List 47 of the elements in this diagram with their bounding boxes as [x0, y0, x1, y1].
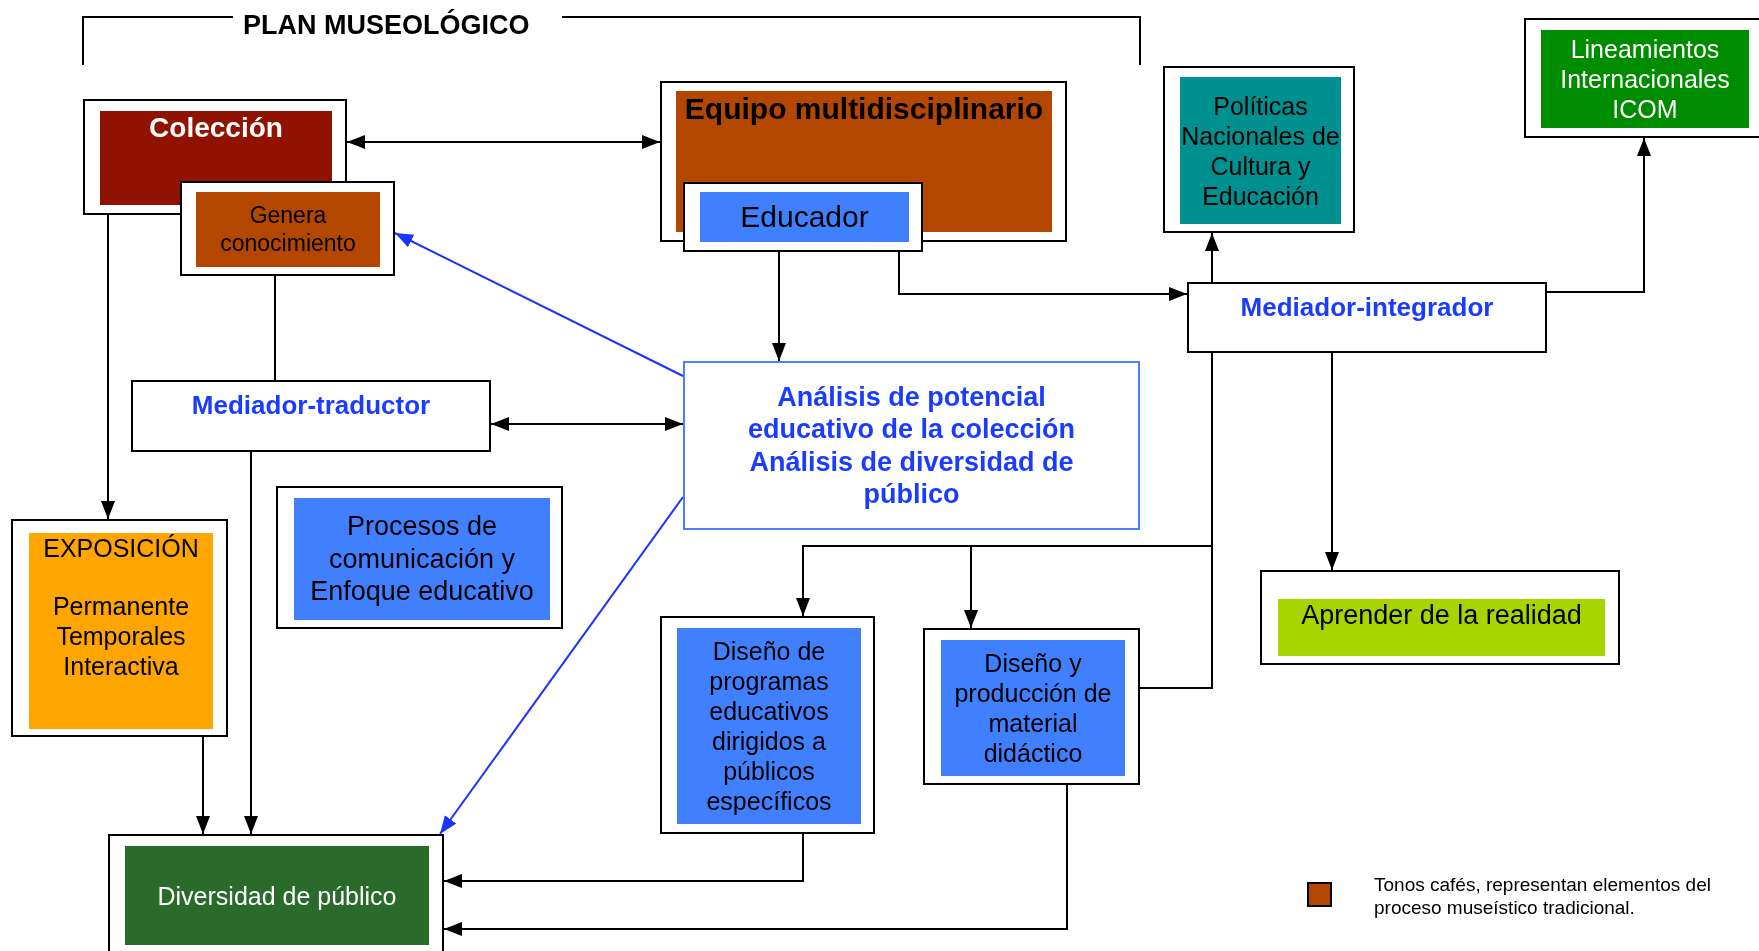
- node-frame: [683, 182, 923, 252]
- arrow: [772, 251, 786, 362]
- arrow: [443, 784, 1068, 936]
- node-text: Mediador-integrador: [1240, 292, 1494, 324]
- node-frame: [1187, 282, 1547, 353]
- arrow: [196, 736, 210, 835]
- node-text: Lineamientos Internacionales ICOM: [1559, 34, 1731, 124]
- node-frame: [660, 616, 875, 834]
- arrow: [101, 214, 115, 520]
- node-text: Educador: [740, 199, 869, 235]
- node-frame: [131, 380, 491, 452]
- arrow: [443, 833, 804, 888]
- node-frame: [1260, 570, 1620, 665]
- connector-line: [274, 275, 276, 381]
- node-frame: [180, 181, 395, 276]
- node-frame: [11, 519, 228, 737]
- node-frame: [276, 486, 563, 629]
- node-text: Aprender de la realidad: [1301, 599, 1582, 632]
- arrow: [898, 251, 1188, 301]
- arrow: [1205, 232, 1219, 283]
- arrow: [490, 417, 684, 431]
- node-frame: [683, 361, 1140, 530]
- arrow: [346, 135, 661, 149]
- arrow: [1546, 137, 1651, 293]
- node-text: Diseño de programas educativos dirigidos a públicos específicos: [705, 636, 833, 816]
- node-text: Permanente Temporales Interactiva: [52, 591, 190, 681]
- node-text: Procesos de comunicación y Enfoque educativo: [309, 510, 535, 608]
- arrow: [1325, 352, 1339, 571]
- node-frame: [1163, 66, 1355, 233]
- node-frame: [1524, 18, 1759, 138]
- node-text: Mediador-traductor: [191, 390, 431, 422]
- node-text: Diversidad de público: [157, 880, 397, 911]
- node-text: Diseño y producción de material didáctico: [953, 648, 1113, 768]
- legend-text: Tonos cafés, representan elementos del proceso museístico tradicional.: [1374, 874, 1712, 920]
- node-text: Políticas Nacionales de Cultura y Educación: [1180, 90, 1341, 211]
- node-text: Equipo multidisciplinario: [684, 91, 1044, 127]
- heading-text: EXPOSICIÓN: [43, 533, 199, 563]
- node-text: Colección: [149, 111, 283, 145]
- node-frame: [108, 834, 444, 951]
- node-text: Análisis de potencial educativo de la colección: [746, 380, 1077, 446]
- arrow: [439, 496, 684, 835]
- node-text: Genera conocimiento: [219, 201, 357, 258]
- node-text: Análisis de diversidad de público: [748, 445, 1075, 511]
- arrow: [394, 232, 684, 377]
- arrow: [244, 451, 258, 835]
- diagram-title: PLAN MUSEOLÓGICO: [243, 10, 530, 41]
- node-frame: [923, 628, 1140, 785]
